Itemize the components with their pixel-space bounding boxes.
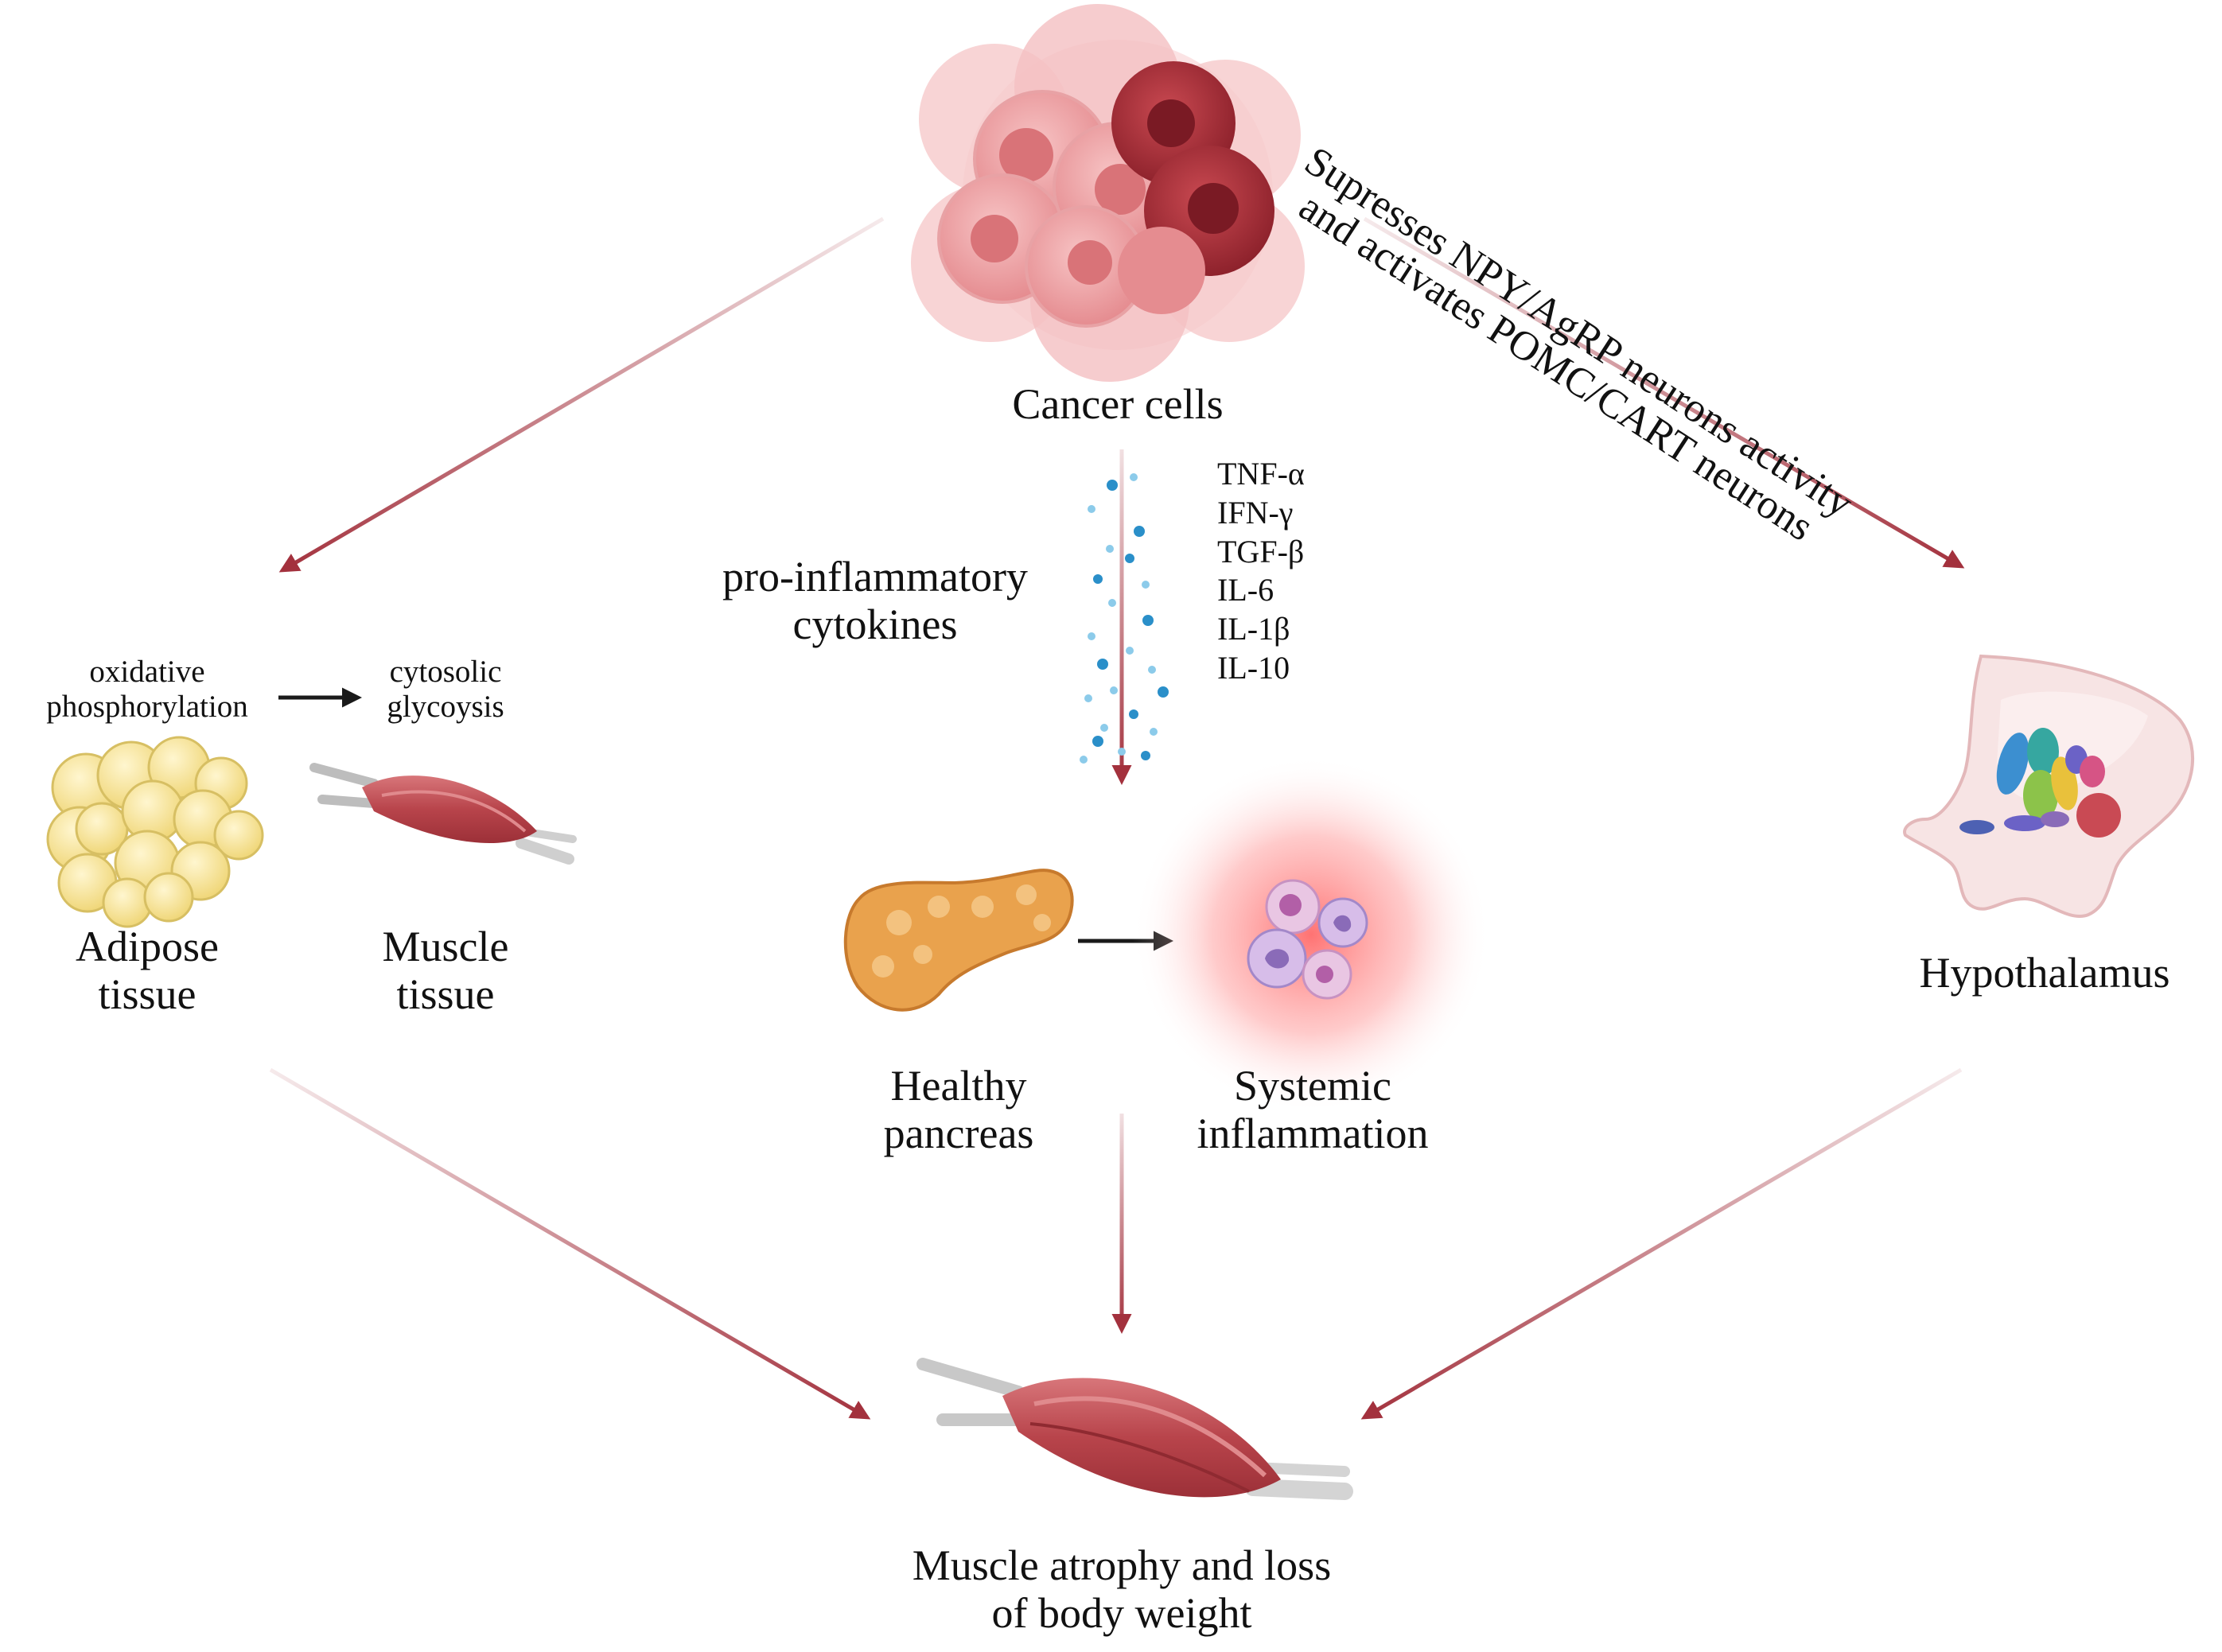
- pro-inflammatory-label: pro-inflammatory cytokines: [700, 553, 1050, 649]
- muscle-icon: [309, 763, 577, 865]
- adipose-cells-icon: [46, 736, 264, 928]
- cytosolic-line-2: glycoysis: [387, 689, 504, 724]
- oxidative-line-1: oxidative: [89, 655, 205, 689]
- oxidative-line-2: phosphorylation: [46, 689, 248, 724]
- cancer-cells-cluster-icon: [911, 4, 1305, 382]
- pro-inflammatory-line-2: cytokines: [792, 601, 958, 649]
- pro-inflammatory-line-1: pro-inflammatory: [722, 553, 1028, 601]
- adipose-line-2: tissue: [98, 970, 197, 1019]
- outcome-line-1: Muscle atrophy and loss: [912, 1541, 1332, 1589]
- arrow-hypothalamus-to-outcome: [1360, 1067, 1963, 1420]
- cytosolic-glycolysis-label: cytosolic glycoysis: [366, 655, 525, 724]
- healthy-pancreas-line-2: pancreas: [883, 1110, 1034, 1158]
- systemic-inflammation-label: Systemic inflammation: [1154, 1062, 1472, 1158]
- arrow-adipose-to-outcome: [269, 1067, 871, 1420]
- cytosolic-line-1: cytosolic: [389, 655, 502, 689]
- hypothalamus-icon: [1903, 654, 2195, 918]
- hypothalamus-label: Hypothalamus: [1919, 949, 2170, 997]
- immune-cells-icon: [1132, 756, 1490, 1114]
- arrow-cancer-to-hypothalamus: [1363, 216, 1965, 569]
- outcome-label: Muscle atrophy and loss of body weight: [863, 1541, 1380, 1638]
- large-muscle-icon: [916, 1358, 1353, 1500]
- healthy-pancreas-line-1: Healthy: [890, 1062, 1027, 1110]
- cytokine-ifn: IFN-γ: [1217, 494, 1294, 531]
- healthy-pancreas-label: Healthy pancreas: [843, 1062, 1074, 1158]
- cytokine-il6: IL-6: [1217, 572, 1274, 608]
- adipose-tissue-label: Adipose tissue: [32, 923, 263, 1019]
- pancreas-icon: [843, 869, 1074, 1012]
- cytokine-il10: IL-10: [1217, 649, 1290, 686]
- adipose-line-1: Adipose: [76, 923, 219, 970]
- arrow-cancer-to-adipose: [278, 216, 885, 573]
- systemic-inflammation-line-2: inflammation: [1197, 1110, 1429, 1158]
- cancer-cells-label: Cancer cells: [1012, 380, 1224, 428]
- outcome-line-2: of body weight: [991, 1589, 1252, 1638]
- cytokine-tgf: TGF-β: [1217, 533, 1305, 569]
- cytokine-dots: [1080, 473, 1169, 764]
- cytokine-il1b: IL-1β: [1217, 611, 1290, 647]
- cytokine-list: TNF-α IFN-γ TGF-β IL-6 IL-1β IL-10: [1217, 455, 1305, 688]
- systemic-inflammation-line-1: Systemic: [1234, 1062, 1391, 1110]
- cytokine-tnf: TNF-α: [1217, 456, 1305, 492]
- muscle-tissue-line-2: tissue: [396, 970, 495, 1019]
- muscle-tissue-label: Muscle tissue: [334, 923, 557, 1019]
- muscle-tissue-line-1: Muscle: [382, 923, 509, 970]
- oxidative-phosphorylation-label: oxidative phosphorylation: [20, 655, 274, 724]
